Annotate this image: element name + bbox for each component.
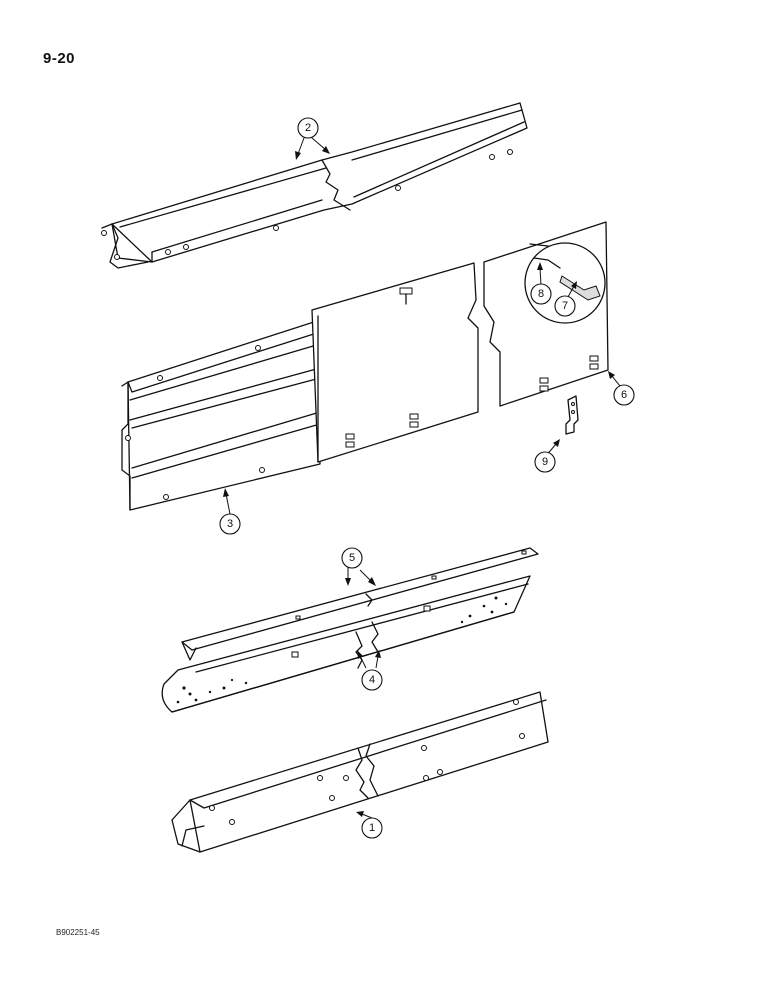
part-2-top-cover — [101, 102, 528, 269]
callout-7: 7 — [554, 295, 576, 317]
part-3-side-shield — [121, 319, 321, 511]
svg-text:2: 2 — [305, 122, 311, 134]
document-code: B902251-45 — [56, 928, 100, 937]
svg-text:3: 3 — [227, 518, 233, 530]
callout-1: 1 — [361, 817, 383, 839]
callout-6: 6 — [613, 384, 635, 406]
callout-9: 9 — [534, 451, 556, 473]
leader-lines — [223, 137, 621, 819]
callout-5: 5 — [341, 547, 363, 569]
part-5-angle-strip — [181, 547, 539, 661]
callout-2: 2 — [297, 117, 319, 139]
insulation-speckle — [176, 596, 508, 704]
page-number: 9-20 — [43, 50, 76, 67]
callout-8: 8 — [530, 283, 552, 305]
callout-4: 4 — [361, 669, 383, 691]
part-9-bracket — [565, 395, 579, 435]
callout-3: 3 — [219, 513, 241, 535]
part-1-channel — [171, 691, 549, 853]
svg-text:1: 1 — [369, 822, 375, 834]
svg-text:7: 7 — [562, 300, 568, 312]
svg-text:8: 8 — [538, 288, 544, 300]
access-door-panel — [311, 262, 479, 463]
part-6-access-panel — [483, 221, 609, 407]
svg-text:5: 5 — [349, 552, 355, 564]
svg-text:6: 6 — [621, 389, 627, 401]
part-4-lined-trough — [161, 575, 531, 713]
svg-text:4: 4 — [369, 674, 375, 686]
svg-text:9: 9 — [542, 456, 548, 468]
